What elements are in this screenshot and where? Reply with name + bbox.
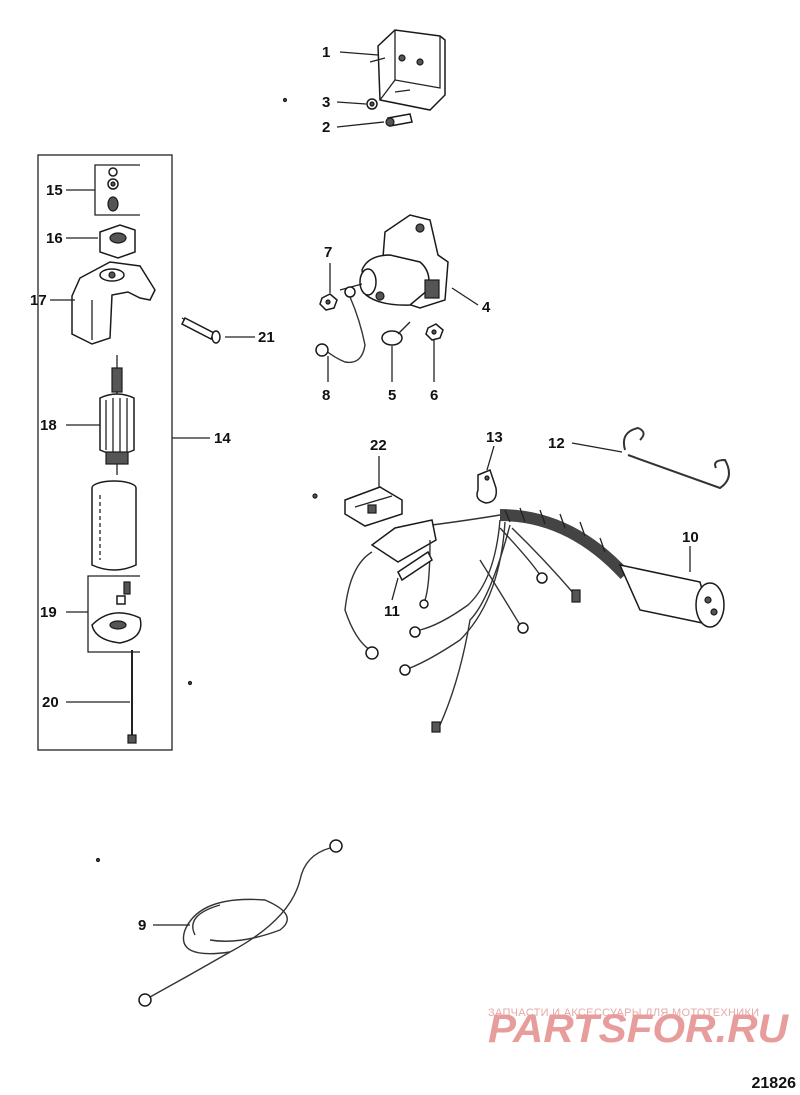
- callout-19: 19: [40, 604, 57, 621]
- callout-10: 10: [682, 529, 699, 546]
- callout-5: 5: [388, 387, 396, 404]
- nut-kit-bracket: [94, 164, 140, 216]
- figure-number: 21826: [752, 1075, 797, 1092]
- part-through-bolt: [127, 650, 137, 744]
- callout-11: 11: [384, 603, 400, 620]
- starter-motor-group: [37, 154, 210, 751]
- callout-2: 2: [322, 119, 330, 136]
- callout-13: 13: [486, 429, 503, 446]
- brush-kit-bracket: [87, 575, 142, 653]
- callout-21: 21: [258, 329, 275, 346]
- part-solenoid-lead: [315, 286, 366, 364]
- callout-16: 16: [46, 230, 63, 247]
- callout-labels: 1 3 2 15 16 7 17 4 21 8 5 6 18 14 13 12 …: [30, 44, 699, 934]
- part-solenoid-cover: [366, 29, 446, 127]
- part-clamp: [476, 468, 498, 504]
- callout-9: 9: [138, 917, 146, 934]
- callout-15: 15: [46, 182, 63, 199]
- part-starter-solenoid: [339, 214, 449, 309]
- part-drive-kit: [99, 224, 136, 259]
- callout-3: 3: [322, 94, 330, 111]
- part-solenoid-bolt: [381, 321, 411, 346]
- part-fuse-holder: [397, 550, 433, 582]
- callout-22: 22: [370, 437, 387, 454]
- part-solenoid-nut: [425, 323, 444, 341]
- callout-7: 7: [324, 244, 332, 261]
- part-upper-cap: [71, 261, 156, 345]
- watermark-tagline: ЗАПЧАСТИ И АКСЕССУАРЫ ДЛЯ МОТОТЕХНИКИ: [488, 1007, 759, 1019]
- watermark: ЗАПЧАСТИ И АКСЕССУАРЫ ДЛЯ МОТОТЕХНИКИ PA…: [488, 1007, 789, 1051]
- callout-6: 6: [430, 387, 438, 404]
- part-cap-bolt: [180, 316, 221, 344]
- part-rectifier: [344, 486, 403, 527]
- callout-8: 8: [322, 387, 330, 404]
- callout-18: 18: [40, 417, 57, 434]
- part-retainer-spring: [622, 426, 730, 490]
- callout-17: 17: [30, 292, 47, 309]
- part-wiring-harness: [344, 507, 725, 733]
- callout-20: 20: [42, 694, 59, 711]
- watermark-logo: PARTSFOR.RU: [488, 1007, 789, 1051]
- callout-4: 4: [482, 299, 491, 316]
- callout-14: 14: [214, 430, 231, 447]
- part-frame: [91, 480, 137, 571]
- part-armature: [99, 355, 135, 475]
- callout-12: 12: [548, 435, 565, 452]
- callout-1: 1: [322, 44, 330, 61]
- part-battery-cable: [138, 839, 343, 1007]
- part-solenoid-nut-7: [319, 293, 338, 311]
